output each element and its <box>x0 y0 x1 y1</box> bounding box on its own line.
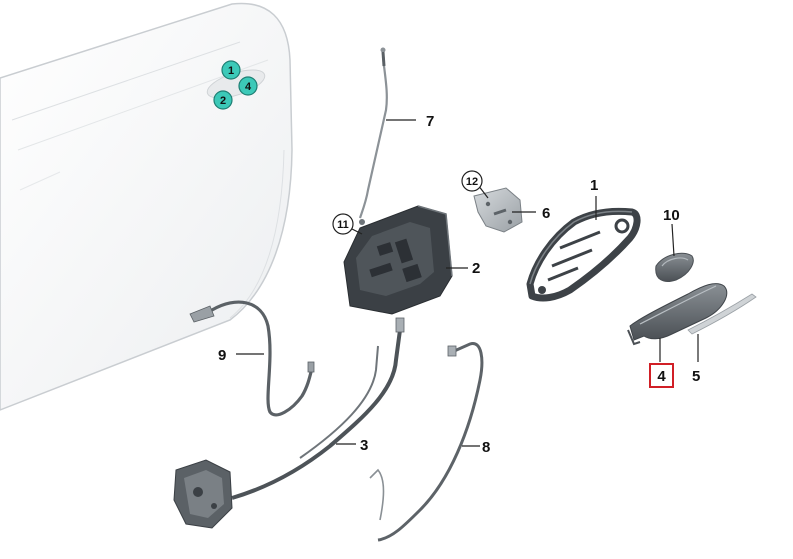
callout-5: 5 <box>692 368 700 385</box>
part-8-cable <box>369 342 484 542</box>
svg-text:4: 4 <box>245 81 252 93</box>
part-6-striker <box>473 187 523 233</box>
callout-9: 9 <box>218 347 226 364</box>
door-badge-4: 4 <box>238 76 258 96</box>
door-badge-2: 2 <box>213 90 233 110</box>
callout-3: 3 <box>360 437 368 454</box>
callout-12: 12 <box>461 170 483 192</box>
svg-text:4: 4 <box>657 368 666 385</box>
callout-10: 10 <box>663 207 680 224</box>
part-1-carrier <box>526 207 641 302</box>
part-3-cable-lock <box>173 317 405 529</box>
svg-text:2: 2 <box>220 95 226 107</box>
svg-text:12: 12 <box>466 176 478 188</box>
part-7-rod <box>358 47 388 219</box>
part-5-trim-strip <box>687 293 757 335</box>
leader-lines <box>236 119 699 447</box>
svg-text:11: 11 <box>337 219 349 231</box>
callout-4-highlighted: 4 <box>649 363 674 388</box>
svg-text:1: 1 <box>228 65 234 77</box>
callout-8: 8 <box>482 439 490 456</box>
part-2-lock-module <box>343 205 453 315</box>
part-9-cable <box>189 300 315 417</box>
callout-7: 7 <box>426 113 434 130</box>
part-10-cylinder-cap <box>655 252 694 282</box>
door-panel <box>0 2 293 411</box>
callout-2: 2 <box>472 260 480 277</box>
callout-11: 11 <box>332 213 354 235</box>
callout-1: 1 <box>590 177 598 194</box>
door-badge-1: 1 <box>221 60 241 80</box>
callout-6: 6 <box>542 205 550 222</box>
part-4-handle <box>627 283 728 346</box>
